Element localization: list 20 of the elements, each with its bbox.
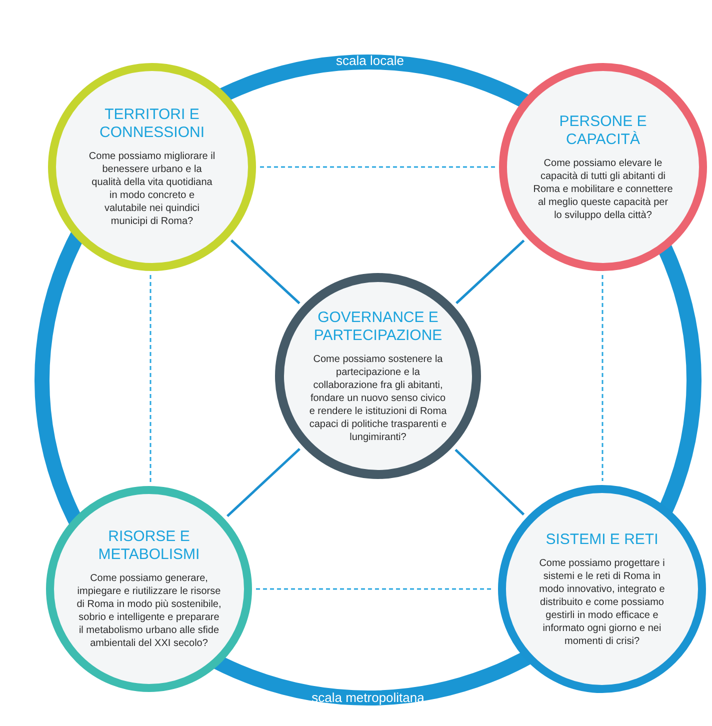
- dashed-connector: [602, 275, 604, 481]
- topic-title: GOVERNANCE E PARTECIPAZIONE: [312, 308, 444, 344]
- dashed-connector: [150, 275, 152, 482]
- topic-title: TERRITORI E CONNESSIONI: [98, 106, 206, 142]
- topic-question: Come possiamo sostenere la partecipazione e la collaborazione fra gli abitanti, fondare un nuovo senso civico e rendere le istituzioni di Roma capaci di politiche trasparenti e lungimiranti?: [308, 352, 448, 444]
- connector-line: [456, 240, 525, 304]
- topic-title: PERSONE E CAPACITÀ: [558, 112, 648, 148]
- topic-title: SISTEMI E RETI: [544, 530, 660, 548]
- scale-label: scala metropolitana: [312, 690, 424, 705]
- topic-title: RISORSE E METABOLISMI: [97, 528, 201, 564]
- dashed-connector: [260, 166, 495, 168]
- topic-question: Come possiamo elevare le capacità di tutti gli abitanti di Roma e mobilitare e connettere al meglio queste capacità per lo sviluppo della città?: [533, 156, 673, 222]
- topic-question: Come possiamo generare, impiegare e riutilizzare le risorse di Roma in modo più sostenibile, sobrio e intelligente e preparare il metabolismo urbano alle sfide ambientali del XXI secolo?: [76, 572, 222, 650]
- connector-line: [226, 448, 300, 518]
- connector-line: [230, 239, 300, 304]
- scale-label: scala locale: [336, 53, 404, 68]
- connector-line: [454, 448, 525, 516]
- dashed-connector: [256, 588, 494, 590]
- topic-question: Come possiamo progettare i sistemi e le reti di Roma in modo innovativo, integrato e distribuito e come possiamo gestirli in modo efficace e informato ogni giorno e nei momenti di crisi?: [538, 556, 666, 648]
- topic-question: Come possiamo migliorare il benessere urbano e la qualità della vita quotidiana in modo concreto e valutabile nei quindici municipi di Roma?: [88, 150, 216, 228]
